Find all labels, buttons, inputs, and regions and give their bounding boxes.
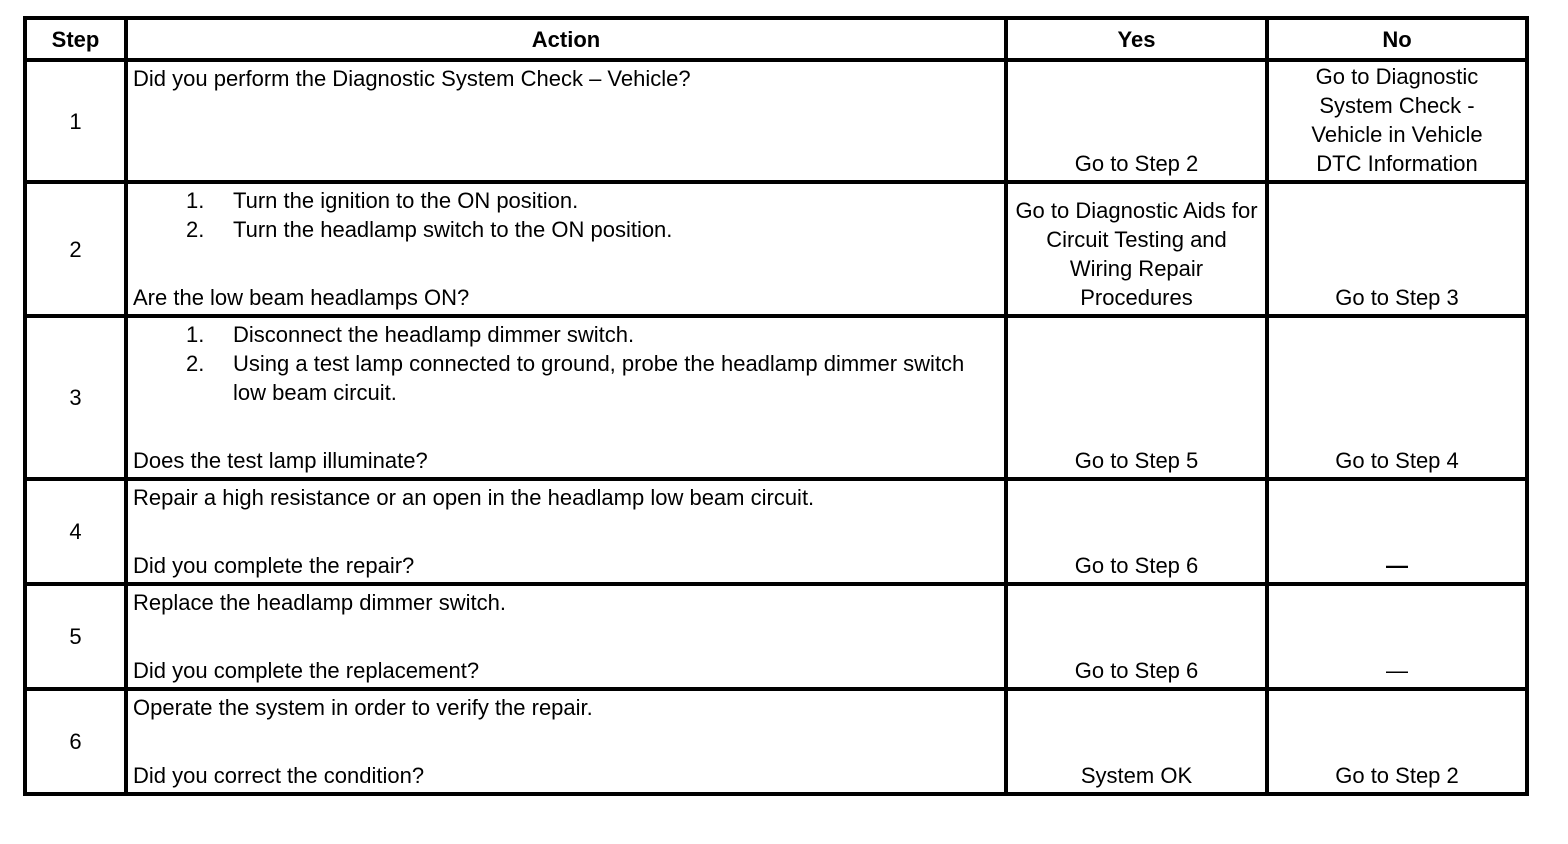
no-cell: Go to Step 3	[1265, 180, 1529, 318]
header-no: No	[1265, 16, 1529, 62]
yes-text: Go to Diagnostic Aids for Circuit Testin…	[1015, 198, 1258, 310]
table-row: 5 Replace the headlamp dimmer switch. Di…	[23, 582, 1529, 691]
step-number: 4	[23, 477, 128, 586]
no-cell: —	[1265, 582, 1529, 691]
no-cell: —	[1265, 477, 1529, 586]
header-step: Step	[23, 16, 128, 62]
yes-cell: System OK	[1004, 687, 1269, 796]
action-question: Did you correct the condition?	[133, 763, 425, 788]
action-cell: Did you perform the Diagnostic System Ch…	[124, 58, 1008, 184]
action-instruction: Replace the headlamp dimmer switch.	[133, 590, 506, 615]
action-question: Are the low beam headlamps ON?	[133, 285, 470, 310]
list-item: 2.Turn the headlamp switch to the ON pos…	[186, 217, 673, 242]
action-cell: Operate the system in order to verify th…	[124, 687, 1008, 796]
header-yes: Yes	[1004, 16, 1269, 62]
action-question: Does the test lamp illuminate?	[133, 448, 428, 473]
step-number: 5	[23, 582, 128, 691]
action-steps-list: 1.Turn the ignition to the ON position. …	[133, 186, 1000, 244]
no-text: Go to Step 3	[1335, 285, 1459, 310]
no-cell: Go to Diagnostic System Check - Vehicle …	[1265, 58, 1529, 184]
header-action: Action	[124, 16, 1008, 62]
list-item: 1.Disconnect the headlamp dimmer switch.	[186, 322, 635, 347]
action-question: Did you complete the replacement?	[133, 658, 480, 683]
header-row: Step Action Yes No	[23, 16, 1529, 62]
step-number: 3	[23, 314, 128, 481]
no-text: Go to Step 4	[1335, 448, 1459, 473]
no-text: —	[1386, 658, 1408, 683]
yes-cell: Go to Step 6	[1004, 582, 1269, 691]
table-row: 4 Repair a high resistance or an open in…	[23, 477, 1529, 586]
action-cell: Repair a high resistance or an open in t…	[124, 477, 1008, 586]
step-number: 1	[23, 58, 128, 184]
action-cell: Replace the headlamp dimmer switch. Did …	[124, 582, 1008, 691]
yes-text: Go to Step 6	[1074, 553, 1199, 578]
yes-text: Go to Step 5	[1074, 448, 1199, 473]
action-instruction: Repair a high resistance or an open in t…	[133, 485, 815, 510]
list-item: 1.Turn the ignition to the ON position.	[186, 188, 579, 213]
yes-text: Go to Step 6	[1074, 658, 1199, 683]
list-item: 2.Using a test lamp connected to ground,…	[186, 351, 965, 405]
action-steps-list: 1.Disconnect the headlamp dimmer switch.…	[133, 320, 1000, 407]
yes-cell: Go to Step 5	[1004, 314, 1269, 481]
table-row: 2 1.Turn the ignition to the ON position…	[23, 180, 1529, 318]
action-question: Did you complete the repair?	[133, 553, 415, 578]
table-row: 3 1.Disconnect the headlamp dimmer switc…	[23, 314, 1529, 481]
no-text: Go to Step 2	[1335, 763, 1459, 788]
action-question: Did you perform the Diagnostic System Ch…	[133, 66, 691, 91]
yes-cell: Go to Step 2	[1004, 58, 1269, 184]
yes-text: System OK	[1080, 763, 1193, 788]
step-number: 6	[23, 687, 128, 796]
step-number: 2	[23, 180, 128, 318]
yes-text: Go to Step 2	[1074, 151, 1199, 176]
no-cell: Go to Step 4	[1265, 314, 1529, 481]
table-row: 1 Did you perform the Diagnostic System …	[23, 58, 1529, 184]
yes-cell: Go to Diagnostic Aids for Circuit Testin…	[1004, 180, 1269, 318]
action-cell: 1.Turn the ignition to the ON position. …	[124, 180, 1008, 318]
no-text: Go to Diagnostic System Check - Vehicle …	[1311, 64, 1483, 176]
yes-cell: Go to Step 6	[1004, 477, 1269, 586]
action-instruction: Operate the system in order to verify th…	[133, 695, 593, 720]
action-cell: 1.Disconnect the headlamp dimmer switch.…	[124, 314, 1008, 481]
no-text: —	[1386, 553, 1408, 578]
diagnostic-table: Step Action Yes No 1 Did you perform the…	[23, 16, 1529, 796]
no-cell: Go to Step 2	[1265, 687, 1529, 796]
table-row: 6 Operate the system in order to verify …	[23, 687, 1529, 796]
